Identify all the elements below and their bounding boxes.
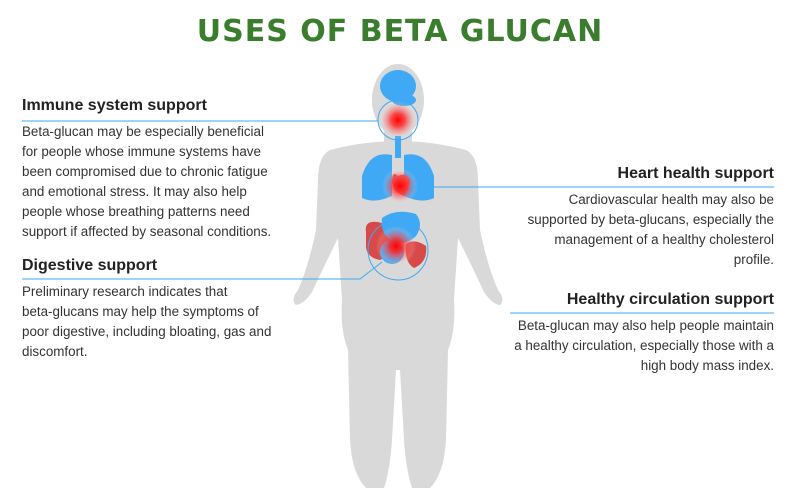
digestive-heading: Digestive support bbox=[22, 257, 158, 274]
circulation-heading: Healthy circulation support bbox=[566, 291, 774, 308]
heart-body: Cardiovascular health may also be suppor… bbox=[527, 192, 774, 267]
heart-heading: Heart health support bbox=[617, 165, 774, 182]
highlight-rings bbox=[367, 99, 429, 281]
circulation-body: Beta-glucan may also help people maintai… bbox=[514, 318, 774, 373]
circulation-section: Healthy circulation support Beta-glucan … bbox=[476, 290, 774, 376]
immune-section: Immune system support Beta-glucan may be… bbox=[22, 96, 322, 242]
page-title: USES OF BETA GLUCAN bbox=[196, 14, 604, 49]
digestive-section: Digestive support Preliminary research i… bbox=[22, 256, 322, 362]
digestive-body: Preliminary research indicates that beta… bbox=[22, 284, 272, 359]
leader-lines bbox=[22, 120, 774, 314]
heart-section: Heart health support Cardiovascular heal… bbox=[476, 164, 774, 270]
digestive-highlight bbox=[376, 226, 416, 266]
immune-body: Beta-glucan may be especially beneficial… bbox=[22, 124, 272, 239]
immune-heading: Immune system support bbox=[22, 97, 207, 114]
immune-highlight bbox=[379, 101, 417, 139]
heart-highlight bbox=[382, 168, 418, 204]
